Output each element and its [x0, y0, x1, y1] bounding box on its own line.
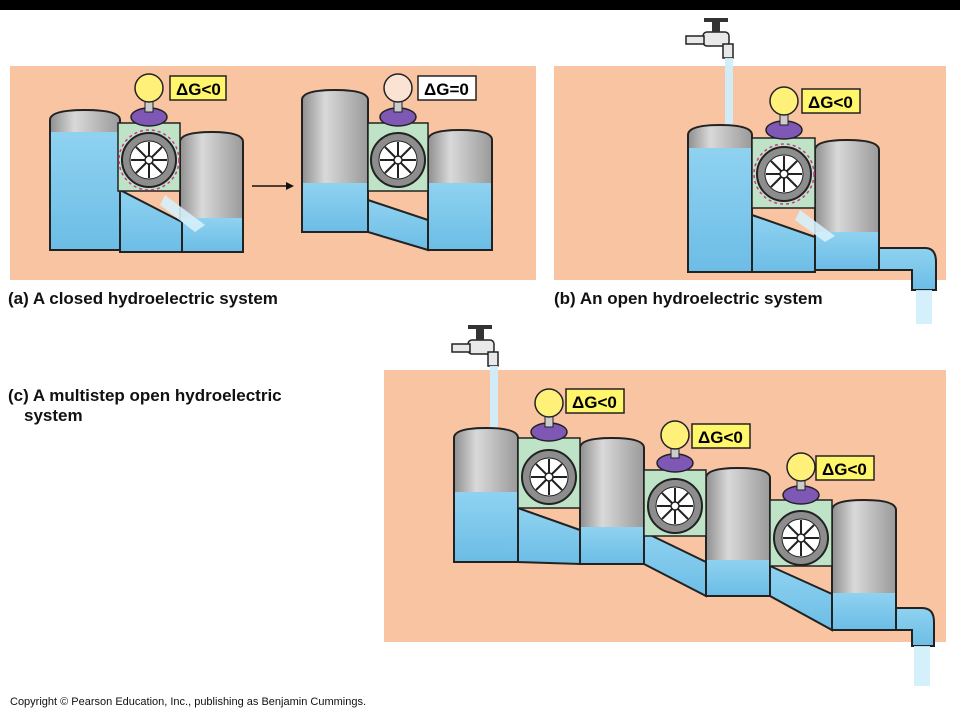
dg-label-c-2: ΔG<0: [691, 423, 751, 449]
dg-label-a-after: ΔG=0: [417, 75, 477, 101]
copyright-notice: Copyright © Pearson Education, Inc., pub…: [10, 696, 367, 708]
dg-label-c-3: ΔG<0: [815, 455, 875, 481]
caption-c-text-line2: system: [24, 406, 83, 425]
faucet-icon-c: [451, 325, 499, 367]
caption-c: (c) A multistep open hydroelectric syste…: [8, 386, 282, 426]
svg-text:ΔG<0: ΔG<0: [808, 93, 853, 112]
panel-a-closed-system-after: [301, 73, 493, 252]
dg-label-a-before: ΔG<0: [169, 75, 227, 101]
caption-a-text: A closed hydroelectric system: [32, 289, 278, 308]
caption-c-text-line1: A multistep open hydroelectric: [32, 386, 282, 405]
caption-b-text: An open hydroelectric system: [579, 289, 823, 308]
dg-label-c-1: ΔG<0: [565, 388, 625, 414]
svg-text:ΔG<0: ΔG<0: [572, 393, 617, 412]
svg-text:ΔG=0: ΔG=0: [424, 80, 469, 99]
panel-b-open-system: [685, 18, 937, 324]
dg-label-b: ΔG<0: [801, 88, 861, 114]
caption-a-letter: (a): [8, 289, 29, 308]
panel-c-multistep-system: [451, 325, 935, 686]
svg-text:ΔG<0: ΔG<0: [176, 80, 221, 99]
svg-text:ΔG<0: ΔG<0: [822, 460, 867, 479]
svg-text:ΔG<0: ΔG<0: [698, 428, 743, 447]
caption-b-letter: (b): [554, 289, 576, 308]
faucet-icon: [685, 18, 734, 59]
caption-a: (a) A closed hydroelectric system: [8, 289, 278, 309]
caption-b: (b) An open hydroelectric system: [554, 289, 823, 309]
caption-c-letter: (c): [8, 386, 29, 405]
top-black-bar: [0, 0, 960, 10]
panel-a-closed-system-before: [49, 73, 244, 253]
